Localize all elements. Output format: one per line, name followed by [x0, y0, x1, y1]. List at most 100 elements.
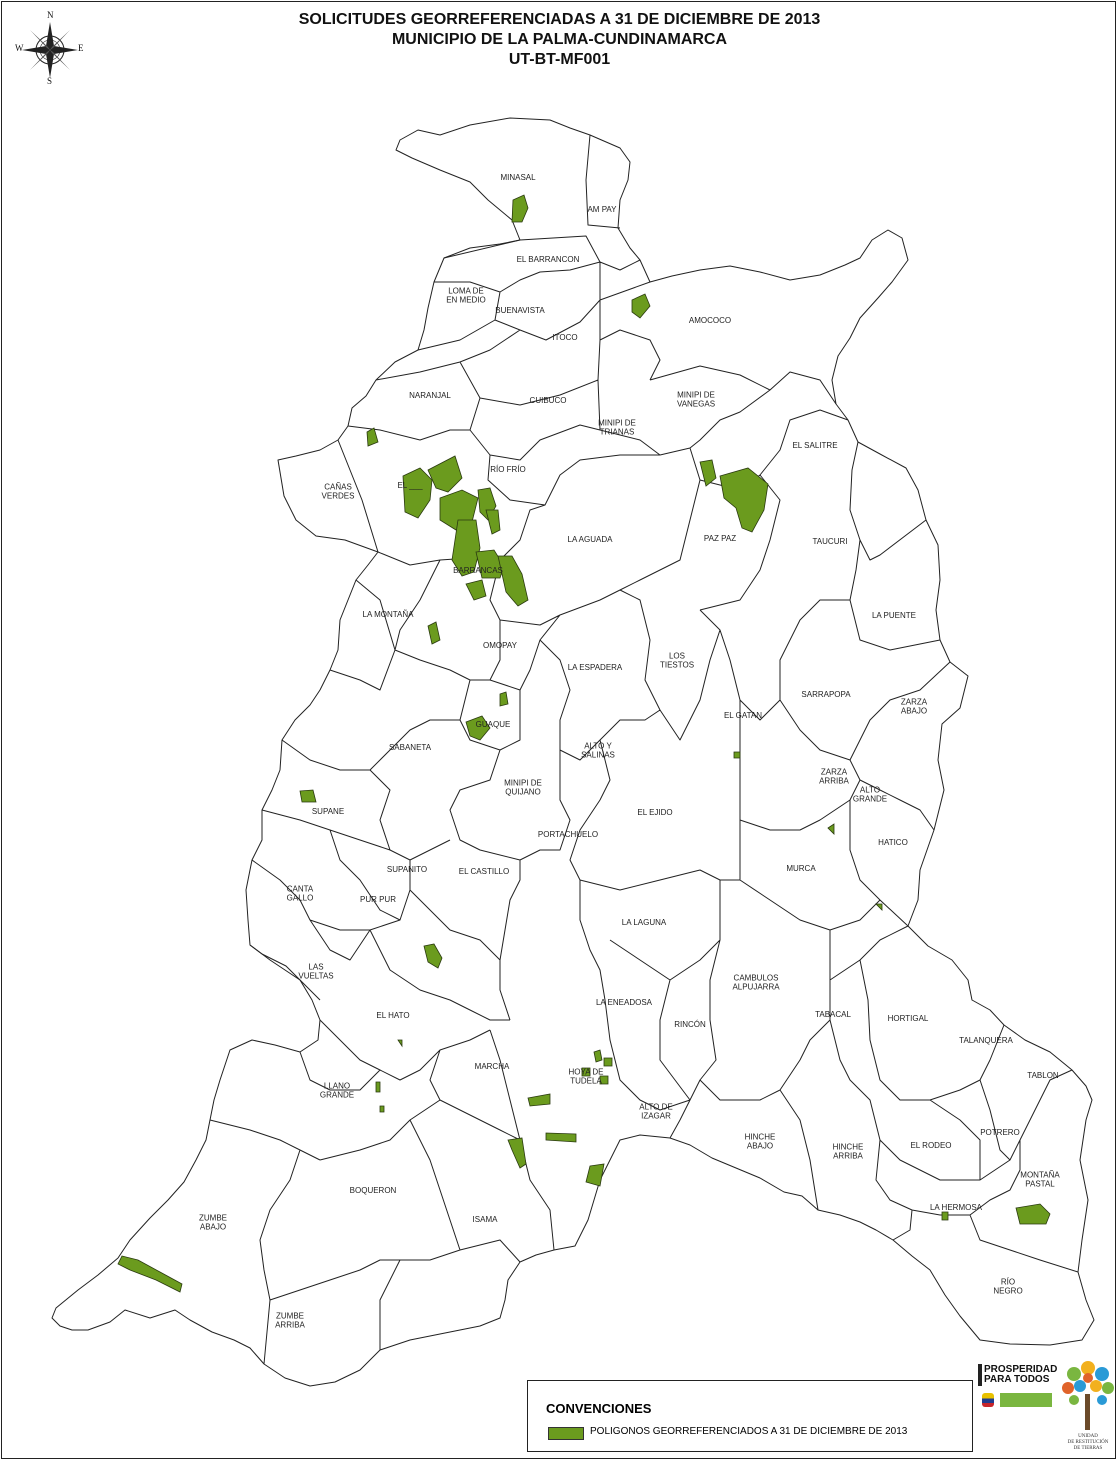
prosperidad-line-1: PROSPERIDAD: [984, 1364, 1058, 1375]
vereda-label: LA PUENTE: [872, 611, 916, 620]
legend: CONVENCIONES POLIGONOS GEORREFERENCIADOS…: [527, 1380, 973, 1452]
vereda-label: LA HERMOSA: [930, 1203, 983, 1212]
polygon-zumbe-abajo: [117, 1255, 183, 1293]
polygon-marcha-south: [527, 1093, 551, 1107]
vereda-label: ISAMA: [473, 1215, 499, 1224]
georeferenced-polygons: [117, 194, 1051, 1293]
vereda-label: POTRERO: [980, 1128, 1020, 1137]
vereda-label: AM PAY: [587, 205, 617, 214]
polygon-amococo: [631, 293, 651, 319]
vereda-label: AMOCOCO: [689, 316, 731, 325]
vereda-label: MURCA: [786, 864, 816, 873]
vereda-label: HATICO: [878, 838, 908, 847]
vereda-label: LA AGUADA: [568, 535, 614, 544]
vereda-label: NARANJAL: [409, 391, 451, 400]
polygon-zarza-arriba: [827, 823, 835, 835]
vereda-label: SUPANITO: [387, 865, 427, 874]
restitucion-tierras-logo: UNIDAD DE RESTITUCIÓN DE TIERRAS: [1058, 1354, 1118, 1458]
vereda-label: HORTIGAL: [888, 1014, 929, 1023]
vereda-label: EL GATAN: [724, 711, 762, 720]
legend-item-label: POLIGONOS GEORREFERENCIADOS A 31 DE DICI…: [590, 1426, 908, 1437]
vereda-label: EL SALITRE: [792, 441, 837, 450]
vereda-label: GUAQUE: [476, 720, 511, 729]
compass-rose: N S W E: [14, 10, 86, 88]
prosperidad-logo: PROSPERIDAD PARA TODOS: [978, 1364, 1058, 1420]
vereda-label: TABLON: [1027, 1071, 1059, 1080]
prosperidad-line-2: PARA TODOS: [984, 1374, 1050, 1385]
polygon-el-cluster-4: [451, 519, 481, 577]
prosperidad-badge: [1000, 1393, 1052, 1407]
tree-logo-icon: [1062, 1361, 1114, 1430]
vereda-label: SABANETA: [389, 743, 432, 752]
polygon-supane: [299, 789, 317, 803]
vereda-label: TALANQUERA: [959, 1036, 1013, 1045]
compass-west: W: [15, 43, 24, 53]
polygon-hoya-de-tudela-4: [599, 1075, 609, 1085]
vereda-label: EL BARRANCON: [517, 255, 580, 264]
vereda-label: PUR PUR: [360, 895, 396, 904]
vereda-label: EL EJIDO: [637, 808, 672, 817]
vereda-label: ITOCO: [552, 333, 577, 342]
polygon-barrancas-2: [497, 555, 529, 607]
polygon-el-gatan: [733, 751, 741, 759]
polygon-guaque-1: [465, 715, 491, 741]
title-line-3: UT-BT-MF001: [508, 51, 611, 68]
title-line-2: MUNICIPIO DE LA PALMA-CUNDINAMARCA: [391, 31, 728, 48]
polygon-las-vueltas: [423, 943, 443, 969]
polygon-barrancas-3: [465, 579, 487, 601]
vereda-label: RÍO FRÍO: [490, 465, 526, 474]
vereda-label: LA LAGUNA: [622, 918, 667, 927]
vereda-label: LA MONTAÑA: [363, 610, 415, 619]
vereda-label: LA ESPADERA: [568, 663, 623, 672]
vereda-label: BARRANCAS: [453, 566, 503, 575]
polygon-la-hermosa: [941, 1211, 949, 1221]
vereda-label: BUENAVISTA: [495, 306, 545, 315]
polygon-hoya-south-1: [545, 1132, 577, 1143]
compass-east: E: [78, 43, 84, 53]
polygon-isama-north: [507, 1137, 527, 1169]
vereda-label: OMOPAY: [483, 641, 518, 650]
title-line-1: SOLICITUDES GEORREFERENCIADAS A 31 DE DI…: [298, 11, 821, 28]
vereda-boundaries: [209, 134, 1079, 1365]
polygon-hoya-de-tudela-3: [581, 1067, 591, 1077]
legend-title: CONVENCIONES: [546, 1401, 652, 1416]
polygon-hoya-south-2: [585, 1163, 605, 1187]
polygon-el-hato: [397, 1039, 403, 1048]
vereda-label: EL CASTILLO: [459, 867, 509, 876]
polygon-naranjal-south: [366, 427, 379, 447]
vereda-label: SUPANE: [312, 807, 344, 816]
title-block: SOLICITUDES GEORREFERENCIADAS A 31 DE DI…: [0, 10, 1119, 70]
municipality-boundary: [51, 117, 1095, 1387]
polygon-llano-grande: [375, 1081, 381, 1093]
vereda-label: MARCHA: [475, 1062, 510, 1071]
vereda-label: CUIBUCO: [530, 396, 567, 405]
vereda-label: PORTACHUELO: [538, 830, 598, 839]
compass-north: N: [47, 10, 54, 20]
vereda-label: MINASAL: [500, 173, 536, 182]
polygon-el-cluster-1: [402, 467, 433, 519]
polygon-paz-paz-2: [719, 467, 769, 533]
tree-logo-caption: UNIDAD DE RESTITUCIÓN DE TIERRAS: [1067, 1434, 1109, 1451]
vereda-label: EL HATO: [376, 1011, 409, 1020]
vereda-label: LA ENEADOSA: [596, 998, 653, 1007]
polygon-montana-pastal: [1015, 1203, 1051, 1225]
vereda-label: TABACAL: [815, 1010, 851, 1019]
